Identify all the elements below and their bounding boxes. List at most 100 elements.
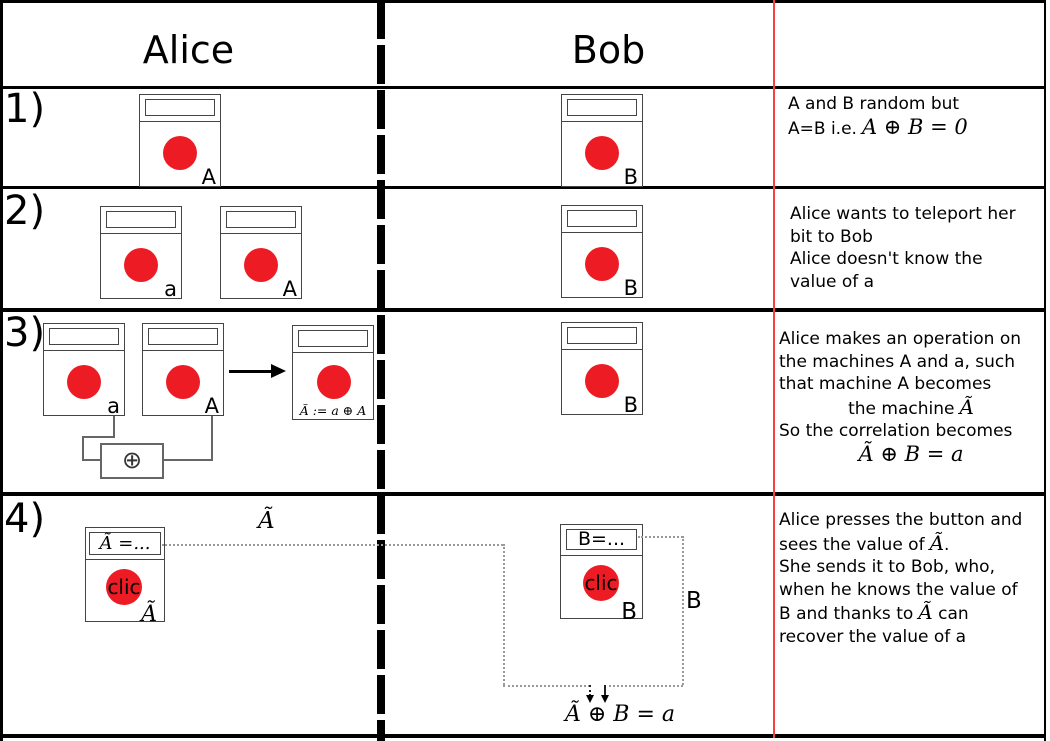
red-button-icon xyxy=(317,365,351,399)
xor-icon: ⊕ xyxy=(121,446,143,474)
machine-display xyxy=(562,95,642,122)
wire-B-arrow-segment xyxy=(604,685,606,696)
wire-A-tilde-down xyxy=(503,544,505,685)
note-row1: A and B random but A=B i.e.A ⊕ B = 0 xyxy=(788,93,1040,140)
machine-label: A xyxy=(282,277,297,301)
column-header-bob: Bob xyxy=(571,28,646,72)
wire-label-A-tilde: Ã xyxy=(258,508,275,534)
row-1-number: 1) xyxy=(4,86,46,132)
machine-label: a xyxy=(107,394,120,418)
note-line: Alice doesn't know the xyxy=(790,249,983,269)
row-divider-header xyxy=(0,86,1046,89)
note-row2: Alice wants to teleport her bit to Bob A… xyxy=(790,203,1042,293)
border-right xyxy=(1044,0,1046,741)
note-line: value of a xyxy=(790,271,875,292)
machine-display xyxy=(562,323,642,350)
wire-A-tilde-arrow-segment xyxy=(589,685,591,696)
note-row3: Alice makes an operation on the machines… xyxy=(779,328,1043,465)
row-4-number: 4) xyxy=(4,496,46,542)
display-slot xyxy=(567,99,637,116)
wire-a-down xyxy=(113,416,115,438)
machine-A-tilde-row4: Ã =... clic Ã xyxy=(85,527,165,626)
machine-a-row3: a xyxy=(43,323,125,418)
wire-A-tilde-horizontal xyxy=(162,544,503,546)
red-button-icon xyxy=(244,248,278,282)
machine-display: B=... xyxy=(561,525,642,556)
machine-B-row1: B xyxy=(561,94,643,188)
becomes-arrow-head-icon xyxy=(271,364,286,378)
wire-B-horizontal xyxy=(638,536,683,538)
wire-A-down xyxy=(211,416,213,461)
wire-a-into-xor xyxy=(82,459,100,461)
wire-B-bottom xyxy=(604,685,683,687)
machine-B-row2: B xyxy=(561,205,643,300)
machine-label: Ã := a ⊕ A xyxy=(299,403,367,418)
machine-display xyxy=(140,95,220,122)
red-button-icon xyxy=(67,365,101,399)
machine-label: A xyxy=(201,165,216,189)
display-slot: B=... xyxy=(566,529,637,550)
xor-gate: ⊕ xyxy=(100,443,164,479)
machine-label: B xyxy=(621,599,637,625)
machine-A-row1: A xyxy=(139,94,221,189)
wire-a-down2 xyxy=(82,436,84,461)
machine-display xyxy=(293,326,373,353)
note-line: recover the value of a xyxy=(779,626,967,647)
note-line: So the correlation becomes xyxy=(779,421,1013,441)
arrow-down-icon xyxy=(601,695,609,703)
math-A-tilde: Ã xyxy=(959,394,974,419)
wire-B-down xyxy=(682,536,684,685)
display-slot: Ã =... xyxy=(89,532,161,555)
row-divider-2 xyxy=(0,308,1046,312)
math-A-tilde: Ã xyxy=(918,600,933,624)
red-button-icon xyxy=(585,247,619,281)
row-3-number: 3) xyxy=(4,310,46,356)
machine-display xyxy=(143,324,223,351)
display-slot xyxy=(106,211,176,228)
machine-display: Ã =... xyxy=(86,528,164,560)
border-top xyxy=(0,0,1046,3)
row-divider-1 xyxy=(0,186,1046,189)
note-line: when he knows the value of xyxy=(779,579,1018,600)
machine-label: A xyxy=(204,394,219,418)
note-line: A and B random but xyxy=(788,94,960,114)
wire-A-tilde-bottom xyxy=(503,685,590,687)
red-button-icon xyxy=(585,364,619,398)
clic-button: clic xyxy=(583,565,619,601)
machine-label: Ã xyxy=(141,602,157,627)
machine-display xyxy=(562,206,642,233)
note-line: A=B i.e.A ⊕ B = 0 xyxy=(788,114,968,139)
machine-display xyxy=(44,324,124,351)
machine-label: B xyxy=(623,393,638,417)
math-formula: Ã ⊕ B = a xyxy=(858,441,964,466)
machine-display xyxy=(221,207,301,234)
note-row4: Alice presses the button and sees the va… xyxy=(779,509,1043,648)
machine-label: B xyxy=(623,276,638,300)
row-2-number: 2) xyxy=(4,188,46,234)
red-button-icon xyxy=(166,365,200,399)
note-line: bit to Bob xyxy=(790,226,873,247)
column-header-alice: Alice xyxy=(142,28,235,72)
machine-A-tilde-result-row3: Ã := a ⊕ A xyxy=(292,325,374,420)
machine-A-row2: A xyxy=(220,206,302,301)
machine-B-row4: B=... clic B xyxy=(560,524,643,624)
machine-B-row3: B xyxy=(561,322,643,417)
notes-divider-red-line xyxy=(773,0,775,738)
math-formula: A ⊕ B = 0 xyxy=(861,114,968,139)
border-bottom xyxy=(0,734,1046,738)
machine-A-row3: A xyxy=(142,323,224,418)
display-slot xyxy=(298,330,368,347)
arrow-down-icon xyxy=(586,695,594,703)
alice-bob-divider xyxy=(377,0,385,741)
display-slot xyxy=(567,327,637,344)
becomes-arrow xyxy=(229,370,273,373)
border-left xyxy=(0,0,3,741)
clic-button: clic xyxy=(106,569,142,605)
note-line: She sends it to Bob, who, xyxy=(779,557,995,577)
note-line: that machine A becomes xyxy=(779,374,992,394)
machine-display xyxy=(101,207,181,234)
note-line: Alice makes an operation on xyxy=(779,329,1022,349)
red-button-icon xyxy=(163,136,197,170)
red-button-icon xyxy=(124,248,158,282)
